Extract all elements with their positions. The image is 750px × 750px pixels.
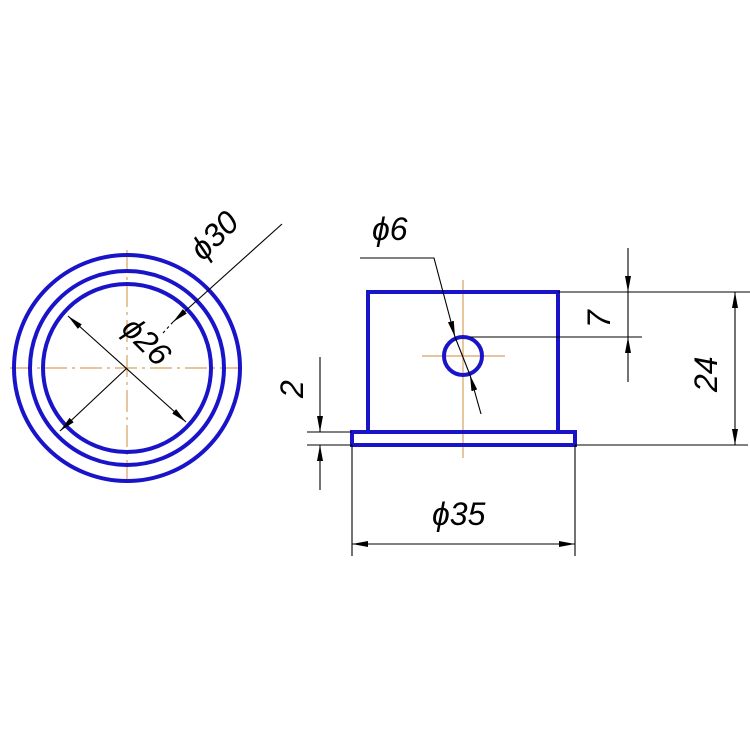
dim-30-leader-ext	[162, 321, 174, 334]
dim-30-text: ϕ30	[182, 204, 245, 267]
inner-circle	[41, 282, 213, 454]
dim-6-leader-lower	[469, 374, 482, 415]
outer-circle	[12, 253, 242, 483]
dim-6-leader	[360, 257, 456, 338]
dim-26-line-b	[59, 367, 128, 432]
dim-35-text: ϕ35	[432, 496, 486, 532]
middle-circle	[28, 269, 226, 467]
dim-24-text: 24	[688, 356, 724, 393]
dim-2-text: 2	[274, 380, 310, 399]
dim-26-text: ϕ26	[115, 309, 178, 372]
bushing-flange	[350, 430, 577, 447]
dim-26-line-a	[67, 315, 187, 423]
front-view: ϕ6 7 24 2 ϕ35	[274, 211, 750, 556]
dim-6-text: ϕ6	[372, 211, 408, 247]
dim-7-text: 7	[581, 309, 617, 328]
left-view: ϕ30 ϕ26	[10, 204, 283, 486]
side-hole	[442, 335, 484, 377]
dim-6-leader-through	[454, 336, 471, 376]
dim-30-leader	[172, 223, 283, 323]
